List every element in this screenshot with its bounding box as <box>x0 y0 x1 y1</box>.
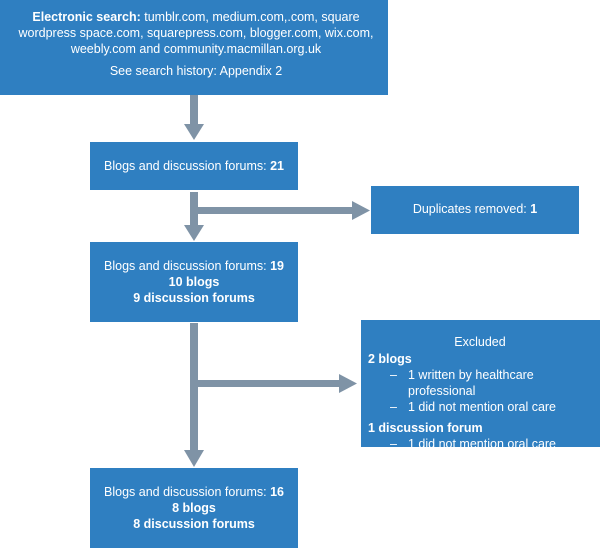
final-label: Blogs and discussion forums: <box>104 485 271 499</box>
duplicates-label: Duplicates removed: <box>412 202 531 216</box>
search-text: tumblr.com, medium.com,.com, square word… <box>18 10 374 56</box>
final-forums: 8 discussion forums <box>133 517 255 531</box>
arrow-to-excluded-shaft <box>198 380 340 387</box>
stage1-label: Blogs and discussion forums: <box>104 159 271 173</box>
stage2-box: Blogs and discussion forums: 19 10 blogs… <box>90 242 298 322</box>
arrow-stage2-to-final-head <box>184 450 204 467</box>
excluded-group-items: –1 did not mention oral care <box>368 436 592 452</box>
excluded-title: Excluded <box>454 335 506 349</box>
excluded-item: –1 did not mention oral care <box>390 437 557 451</box>
arrow-to-excluded-head <box>339 374 357 393</box>
stage2-label: Blogs and discussion forums: <box>104 259 271 273</box>
stage2-count: 19 <box>270 259 284 273</box>
stage2-forums: 9 discussion forums <box>133 291 255 305</box>
excluded-group-heading: 1 discussion forum <box>368 421 483 435</box>
final-count: 16 <box>270 485 284 499</box>
stage1-count: 21 <box>270 159 284 173</box>
arrow-stage1-to-stage2-shaft <box>190 192 198 226</box>
arrow-search-to-stage1-head <box>184 124 204 140</box>
stage2-blogs: 10 blogs <box>168 275 220 289</box>
duplicates-count: 1 <box>530 202 538 216</box>
search-label: Electronic search: <box>32 10 141 24</box>
arrow-stage2-to-final-shaft <box>190 323 198 451</box>
excluded-group-heading: 2 blogs <box>368 352 412 366</box>
excluded-box: Excluded 2 blogs –1 written by healthcar… <box>361 320 600 451</box>
arrow-stage1-to-stage2-head <box>184 225 204 241</box>
stage1-box: Blogs and discussion forums: 21 <box>90 142 298 190</box>
excluded-item: –1 did not mention oral care <box>390 400 557 414</box>
final-box: Blogs and discussion forums: 16 8 blogs … <box>90 468 298 548</box>
search-history: See search history: Appendix 2 <box>109 64 283 78</box>
search-sources: Electronic search: tumblr.com, medium.co… <box>12 9 380 57</box>
final-blogs: 8 blogs <box>172 501 216 515</box>
duplicates-box: Duplicates removed: 1 <box>371 186 579 234</box>
excluded-group-items: –1 written by healthcare professional –1… <box>368 367 592 415</box>
excluded-item: –1 written by healthcare professional <box>390 368 534 398</box>
arrow-to-duplicates-shaft <box>198 207 353 214</box>
arrow-to-duplicates-head <box>352 201 370 220</box>
electronic-search-box: Electronic search: tumblr.com, medium.co… <box>0 0 388 95</box>
arrow-search-to-stage1-shaft <box>190 95 198 125</box>
